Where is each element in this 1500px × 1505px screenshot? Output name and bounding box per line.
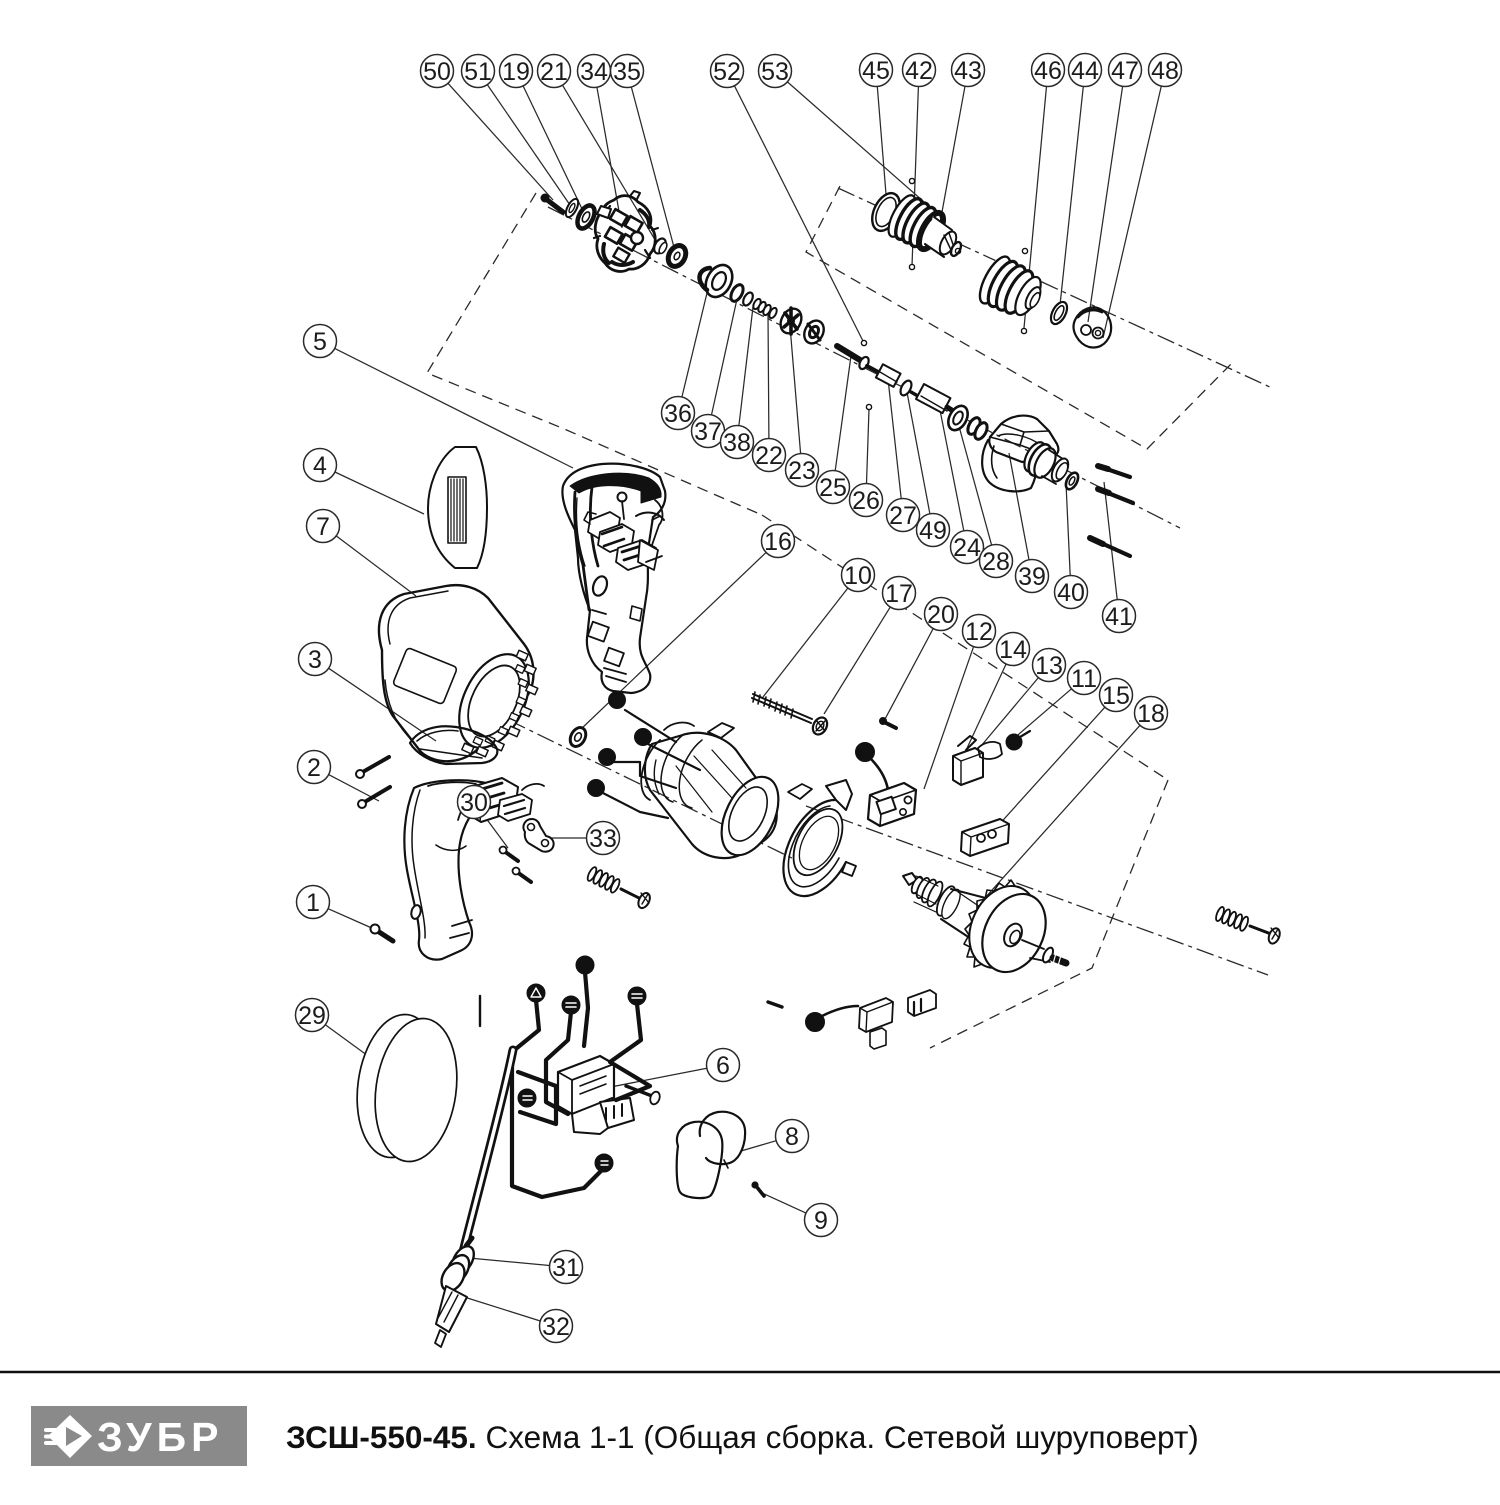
- svg-text:52: 52: [713, 58, 741, 86]
- svg-text:46: 46: [1034, 57, 1062, 85]
- svg-text:15: 15: [1102, 682, 1130, 710]
- svg-text:27: 27: [889, 502, 917, 530]
- svg-text:ЗСШ-550-45. Схема 1-1 (Общая с: ЗСШ-550-45. Схема 1-1 (Общая сборка. Сет…: [286, 1419, 1199, 1455]
- svg-text:11: 11: [1071, 665, 1097, 693]
- svg-text:53: 53: [761, 58, 789, 86]
- svg-text:45: 45: [862, 57, 890, 85]
- svg-text:41: 41: [1105, 603, 1133, 631]
- svg-text:17: 17: [885, 580, 913, 608]
- svg-text:8: 8: [785, 1123, 799, 1151]
- svg-text:48: 48: [1151, 57, 1179, 85]
- svg-text:12: 12: [965, 618, 993, 646]
- svg-text:29: 29: [298, 1002, 326, 1030]
- svg-text:28: 28: [982, 548, 1010, 576]
- svg-text:31: 31: [552, 1254, 580, 1282]
- svg-text:19: 19: [502, 58, 530, 86]
- svg-text:24: 24: [953, 534, 981, 562]
- svg-text:25: 25: [819, 474, 847, 502]
- svg-text:26: 26: [852, 487, 880, 515]
- svg-text:35: 35: [613, 58, 641, 86]
- svg-text:50: 50: [423, 58, 451, 86]
- svg-text:16: 16: [764, 528, 792, 556]
- svg-text:18: 18: [1137, 700, 1165, 728]
- svg-text:37: 37: [694, 418, 722, 446]
- svg-text:44: 44: [1071, 57, 1099, 85]
- svg-text:34: 34: [580, 58, 608, 86]
- svg-text:6: 6: [716, 1052, 730, 1080]
- svg-text:39: 39: [1018, 563, 1046, 591]
- svg-text:49: 49: [919, 517, 947, 545]
- svg-text:38: 38: [723, 429, 751, 457]
- svg-text:21: 21: [540, 58, 568, 86]
- svg-text:1: 1: [582, 959, 589, 973]
- svg-text:ЗУБР: ЗУБР: [97, 1414, 223, 1460]
- svg-text:43: 43: [954, 57, 982, 85]
- svg-text:1: 1: [306, 889, 320, 917]
- svg-text:36: 36: [664, 400, 692, 428]
- svg-text:3: 3: [308, 646, 322, 674]
- svg-text:40: 40: [1057, 579, 1085, 607]
- svg-text:4: 4: [313, 452, 327, 480]
- svg-text:23: 23: [788, 457, 816, 485]
- svg-text:51: 51: [464, 58, 492, 86]
- svg-text:33: 33: [589, 825, 617, 853]
- svg-text:13: 13: [1035, 652, 1063, 680]
- svg-text:42: 42: [905, 57, 933, 85]
- svg-text:5: 5: [313, 328, 327, 356]
- svg-text:9: 9: [814, 1207, 828, 1235]
- svg-text:14: 14: [999, 636, 1027, 664]
- svg-text:30: 30: [460, 789, 488, 817]
- svg-text:47: 47: [1111, 57, 1139, 85]
- svg-text:2: 2: [307, 754, 321, 782]
- svg-text:7: 7: [316, 513, 330, 541]
- svg-text:20: 20: [927, 601, 955, 629]
- svg-text:10: 10: [844, 562, 872, 590]
- svg-text:22: 22: [755, 442, 783, 470]
- svg-text:32: 32: [542, 1313, 570, 1341]
